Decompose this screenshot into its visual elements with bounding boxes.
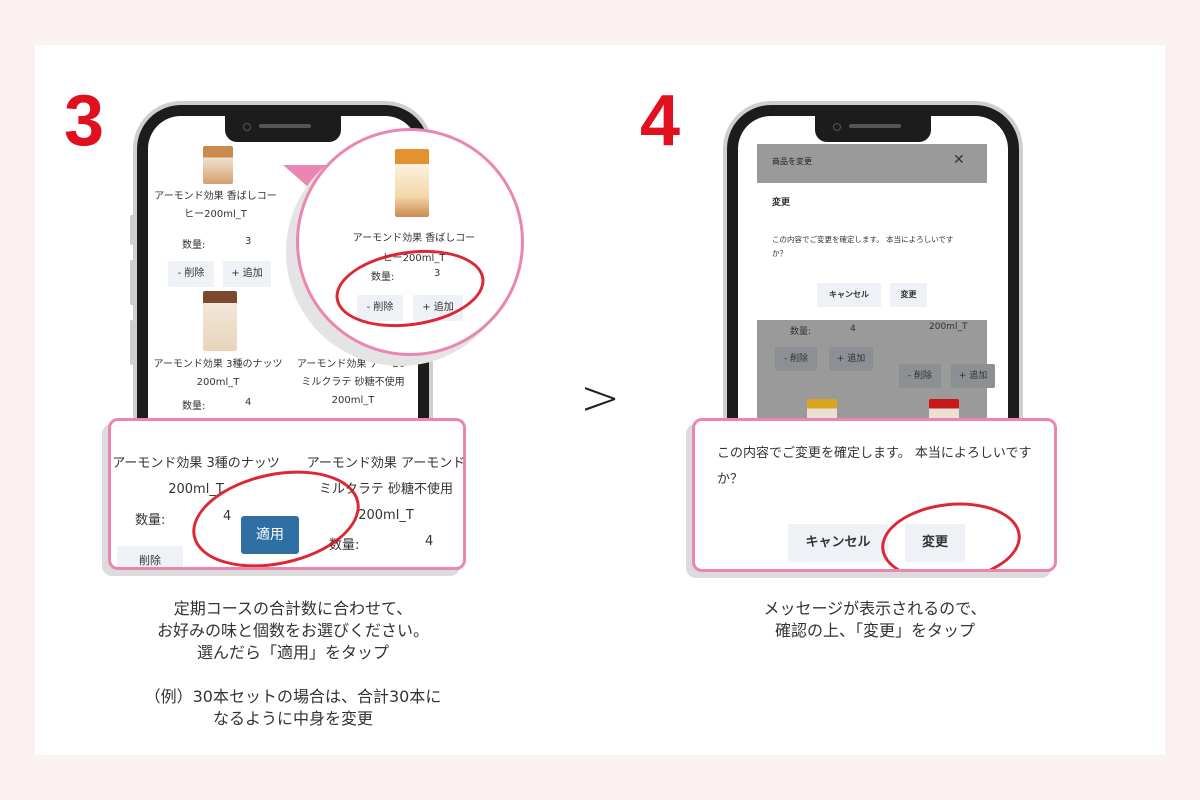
- qty-value: 4: [223, 509, 232, 524]
- dialog-message: この内容でご変更を確定します。 本当によろしいですか？: [717, 446, 1032, 487]
- remove-button[interactable]: - 削除: [357, 295, 403, 321]
- phone-side-button: [1018, 270, 1023, 330]
- confirm-button[interactable]: 変更: [890, 283, 927, 307]
- confirm-button[interactable]: 変更: [905, 524, 965, 562]
- product-image-coffee: [203, 146, 233, 184]
- add-button[interactable]: + 追加: [829, 347, 873, 371]
- phone-side-button: [130, 260, 135, 305]
- phone-side-button: [130, 215, 135, 245]
- next-arrow: >: [580, 370, 621, 426]
- add-button[interactable]: + 追加: [413, 295, 463, 321]
- qty-value: 3: [434, 268, 441, 279]
- qty-value: 4: [245, 397, 252, 408]
- remove-button[interactable]: - 削除: [168, 261, 214, 287]
- confirm-dialog: 変更 この内容でご変更を確定します。 本当によろしいですか？ キャンセル 変更: [757, 183, 987, 320]
- phone-notch: [815, 116, 931, 142]
- qty-label: 数量:: [182, 401, 206, 412]
- qty-label: 数量:: [329, 538, 360, 553]
- remove-button[interactable]: 削除: [117, 546, 183, 567]
- step-number-4: 4: [640, 81, 681, 161]
- close-icon[interactable]: ✕: [953, 152, 965, 168]
- product-image-coffee: [395, 149, 429, 217]
- phone-step4: 商品を変更 ✕ 数量: 4 200ml_T - 削除 + 追加 - 削除 + 追…: [727, 105, 1019, 435]
- remove-button[interactable]: - 削除: [775, 347, 817, 371]
- dialog-message: この内容でご変更を確定します。 本当によろしいですか？: [772, 235, 954, 258]
- phone-side-button: [130, 320, 135, 365]
- phone-notch: [225, 116, 341, 142]
- cancel-button[interactable]: キャンセル: [817, 283, 881, 307]
- dialog-title: 変更: [772, 198, 791, 208]
- zoom-callout-step4: この内容でご変更を確定します。 本当によろしいですか？ キャンセル 変更: [692, 418, 1057, 572]
- add-button[interactable]: + 追加: [223, 261, 271, 287]
- product-image-nuts: [203, 291, 237, 351]
- qty-label: 数量:: [182, 240, 206, 251]
- modal-header: 商品を変更: [772, 157, 812, 166]
- add-button[interactable]: + 追加: [951, 364, 995, 388]
- qty-label: 数量:: [135, 513, 166, 528]
- qty-value: 3: [245, 236, 252, 247]
- zoom-circle: アーモンド効果 香ばしコーヒー200ml_T 数量: 3 - 削除 + 追加: [296, 128, 524, 356]
- product-size: 200ml_T: [929, 322, 968, 332]
- apply-button[interactable]: 適用: [241, 516, 299, 554]
- qty-label: 数量:: [371, 272, 395, 283]
- remove-button[interactable]: - 削除: [899, 364, 941, 388]
- cancel-button[interactable]: キャンセル: [788, 524, 888, 562]
- qty-value: 4: [850, 324, 856, 334]
- step4-caption: メッセージが表示されるので、確認の上、「変更」をタップ: [763, 599, 987, 640]
- product-name: アーモンド効果 香ばしコーヒー200ml_T: [154, 191, 277, 220]
- step-number-3: 3: [64, 81, 105, 161]
- product-name: アーモンド効果 香ばしコーヒー200ml_T: [352, 233, 476, 264]
- qty-label: 数量:: [790, 327, 812, 337]
- qty-value: 4: [425, 534, 434, 549]
- step3-caption: 定期コースの合計数に合わせて、お好みの味と個数をお選びください。選んだら「適用」…: [144, 599, 442, 728]
